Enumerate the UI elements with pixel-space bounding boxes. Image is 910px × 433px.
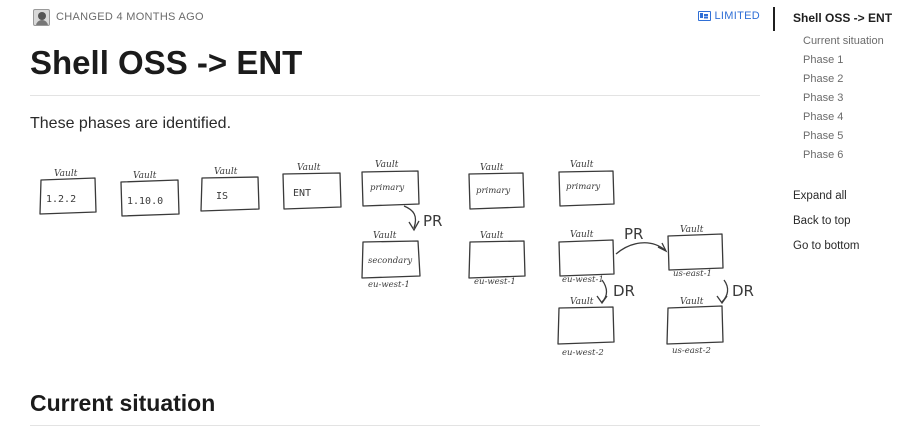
id-card-icon [697, 11, 711, 21]
diagram-box-header: Vault [570, 160, 594, 170]
diagram-box-label: 1.2.2 [46, 194, 76, 205]
diagram-box-label: IS [216, 191, 228, 202]
diagram-box-label: primary [566, 182, 600, 192]
diagram-region-label: eu-west-1 [368, 280, 410, 290]
diagram-box-header: Vault [480, 163, 504, 173]
go-to-bottom-link[interactable]: Go to bottom [793, 240, 860, 252]
dr-label-right: DR [732, 282, 754, 300]
toc-item-phase-2[interactable]: Phase 2 [803, 73, 844, 85]
toc-item-phase-1[interactable]: Phase 1 [803, 54, 844, 66]
diagram-dr2-secondary: Vault eu-west-1 [558, 230, 615, 285]
diagram-dr1-primary: Vault primary [468, 163, 525, 210]
last-changed-text: CHANGED 4 MONTHS AGO [56, 11, 204, 23]
phases-diagram-image: Vault 1.2.2 Vault 1.10.0 Vault IS Vault … [30, 150, 760, 365]
diagram-box-header: Vault [480, 231, 504, 241]
diagram-us-east-1: Vault us-east-1 [667, 225, 724, 279]
section-heading-current-situation: Current situation [30, 390, 216, 416]
limited-permission-badge[interactable]: LIMITED [697, 10, 761, 22]
diagram-region-label: eu-west-2 [562, 348, 604, 358]
pr-cross-label: PR [624, 225, 643, 243]
note-meta-bar: CHANGED 4 MONTHS AGO LIMITED [33, 9, 760, 27]
diagram-region-label: us-east-1 [673, 269, 712, 279]
page-title: Shell OSS -> ENT [30, 44, 303, 81]
diagram-box-header: Vault [133, 171, 157, 181]
diagram-region-label: us-east-2 [672, 346, 711, 356]
diagram-box-1-10-0: Vault 1.10.0 [120, 171, 180, 217]
diagram-box-header: Vault [375, 160, 399, 170]
toc-item-title[interactable]: Shell OSS -> ENT [793, 11, 893, 25]
diagram-box-label: primary [370, 183, 404, 193]
diagram-box-label: secondary [368, 256, 412, 266]
diagram-box-ent: Vault ENT [282, 163, 342, 210]
diagram-us-east-2: Vault us-east-2 [666, 297, 724, 356]
diagram-box-is: Vault IS [200, 167, 260, 212]
toc-item-phase-6[interactable]: Phase 6 [803, 149, 844, 161]
diagram-box-label: 1.10.0 [127, 196, 163, 207]
diagram-box-header: Vault [297, 163, 321, 173]
toc-active-indicator [773, 7, 775, 31]
back-to-top-link[interactable]: Back to top [793, 215, 851, 227]
diagram-box-header: Vault [680, 225, 704, 235]
diagram-box-header: Vault [680, 297, 704, 307]
expand-all-link[interactable]: Expand all [793, 190, 847, 202]
pr-cross-arrowhead [657, 242, 668, 253]
title-divider [30, 95, 760, 96]
dr-arrowhead-right [716, 295, 728, 305]
diagram-box-header: Vault [373, 231, 397, 241]
pr-arrowhead [408, 220, 420, 232]
dr-label-left: DR [613, 282, 635, 300]
toc-item-phase-3[interactable]: Phase 3 [803, 92, 844, 104]
diagram-box-header: Vault [214, 167, 238, 177]
toc-item-current-situation[interactable]: Current situation [803, 35, 884, 47]
diagram-box-header: Vault [54, 169, 78, 179]
phases-sketch: Vault 1.2.2 Vault 1.10.0 Vault IS Vault … [39, 160, 754, 358]
diagram-dr1-secondary: Vault eu-west-1 [468, 231, 526, 287]
diagram-box-label: ENT [293, 188, 311, 199]
diagram-box-header: Vault [570, 297, 594, 307]
diagram-pr-secondary: Vault secondary eu-west-1 [361, 231, 421, 290]
pr-arrow [403, 205, 417, 229]
limited-label: LIMITED [714, 10, 760, 22]
pr-label: PR [423, 212, 442, 230]
diagram-eu-west-2: Vault eu-west-2 [557, 297, 615, 358]
pr-cross-arrow [615, 242, 666, 255]
dr-arrowhead-left [596, 295, 608, 305]
diagram-region-label: eu-west-1 [474, 277, 516, 287]
diagram-box-1-2-2: Vault 1.2.2 [39, 169, 97, 215]
toc-item-phase-4[interactable]: Phase 4 [803, 111, 844, 123]
diagram-region-label: eu-west-1 [562, 275, 604, 285]
diagram-box-label: primary [476, 186, 510, 196]
toc-item-phase-5[interactable]: Phase 5 [803, 130, 844, 142]
section-divider [30, 425, 760, 426]
diagram-pr-primary: Vault primary [361, 160, 420, 207]
diagram-dr2-primary: Vault primary [558, 160, 615, 207]
author-avatar[interactable] [33, 9, 50, 26]
intro-paragraph: These phases are identified. [30, 115, 232, 132]
diagram-box-header: Vault [570, 230, 594, 240]
